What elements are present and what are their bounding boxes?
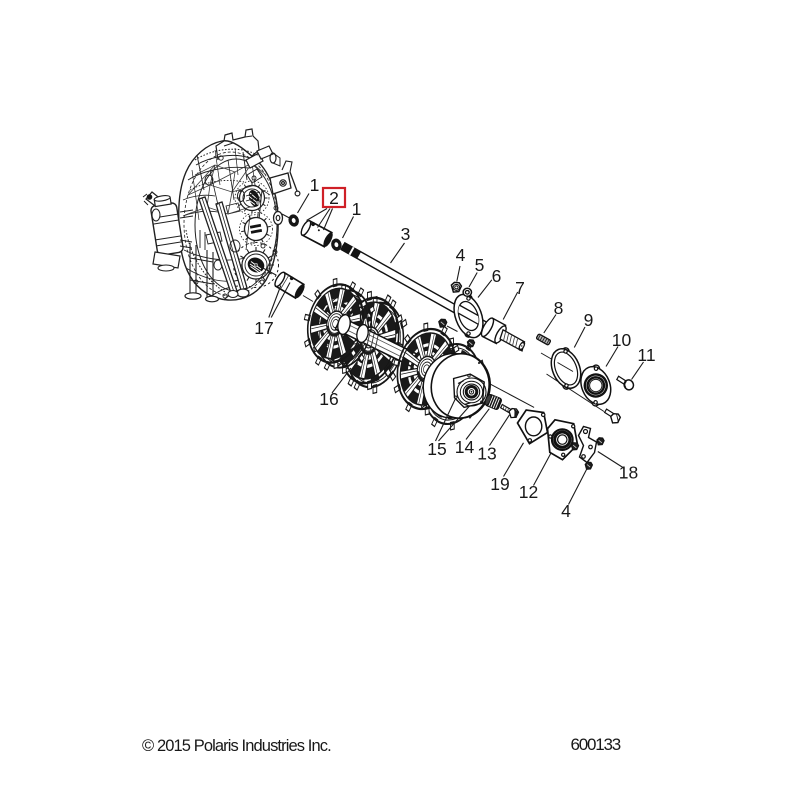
svg-text:3: 3 [401,224,411,244]
svg-text:12: 12 [519,482,538,502]
svg-text:17: 17 [254,318,273,338]
svg-text:7: 7 [515,278,525,298]
svg-text:8: 8 [554,298,564,318]
svg-text:18: 18 [619,463,638,483]
svg-text:9: 9 [584,310,594,330]
svg-text:4: 4 [456,245,466,265]
svg-text:6: 6 [492,266,502,286]
svg-text:1: 1 [310,175,320,195]
svg-text:16: 16 [319,389,338,409]
svg-text:11: 11 [637,345,655,365]
svg-text:19: 19 [490,474,509,494]
svg-text:10: 10 [612,330,632,350]
svg-text:600133: 600133 [571,735,621,754]
svg-text:14: 14 [455,437,475,457]
svg-text:© 2015 Polaris Industries Inc.: © 2015 Polaris Industries Inc. [142,737,331,755]
svg-text:13: 13 [477,444,496,464]
svg-text:5: 5 [475,255,485,275]
svg-text:4: 4 [561,501,571,521]
svg-text:2: 2 [329,188,339,208]
svg-text:15: 15 [427,439,446,459]
svg-text:1: 1 [352,199,362,219]
